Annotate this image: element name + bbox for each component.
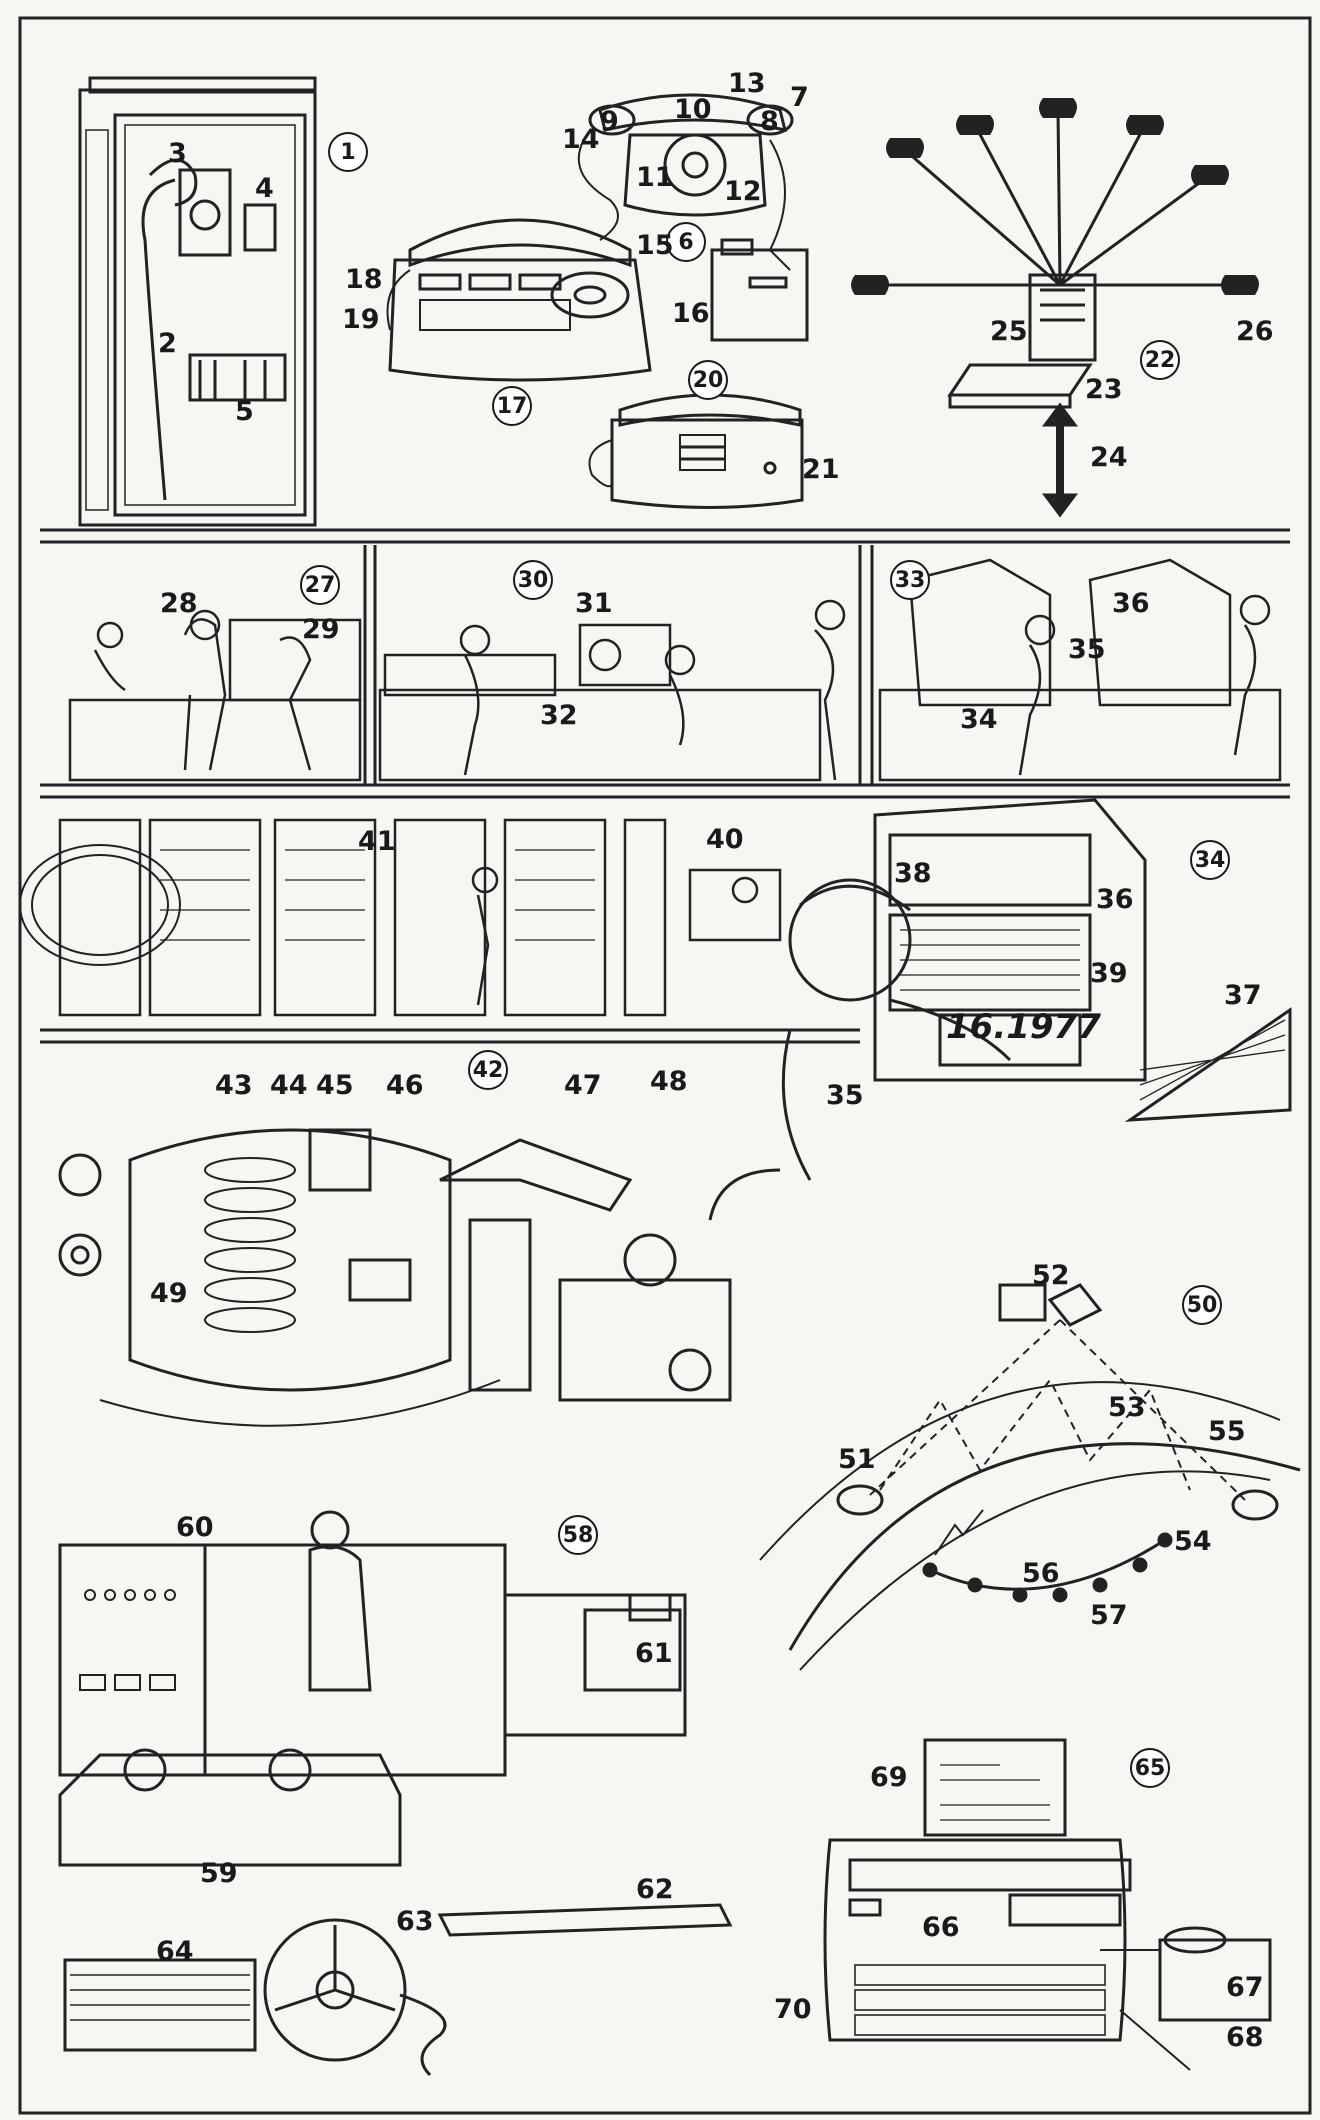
- label-3: 3: [168, 140, 187, 167]
- label-60: 60: [176, 1514, 214, 1541]
- label-43: 43: [215, 1072, 253, 1099]
- label-2: 2: [158, 330, 177, 357]
- label-64: 64: [156, 1938, 194, 1965]
- section-number-27: 27: [300, 565, 340, 605]
- telephone-exchange-drawing: [870, 110, 1240, 515]
- phone-booth-drawing: [80, 78, 315, 525]
- label-38: 38: [894, 860, 932, 887]
- label-61: 61: [635, 1640, 673, 1667]
- label-62: 62: [636, 1876, 674, 1903]
- label-52: 52: [1032, 1262, 1070, 1289]
- section-number-20: 20: [688, 360, 728, 400]
- label-68: 68: [1226, 2024, 1264, 2051]
- label-15: 15: [636, 232, 674, 259]
- section-number-1: 1: [328, 132, 368, 172]
- label-37: 37: [1224, 982, 1262, 1009]
- operator-room-drawings: [70, 560, 1280, 780]
- label-51: 51: [838, 1446, 876, 1473]
- label-11: 11: [636, 164, 674, 191]
- label-48: 48: [650, 1068, 688, 1095]
- label-45: 45: [316, 1072, 354, 1099]
- label-56: 56: [1022, 1560, 1060, 1587]
- section-number-17: 17: [492, 386, 532, 426]
- label-36-a: 36: [1112, 590, 1150, 617]
- label-24: 24: [1090, 444, 1128, 471]
- label-59: 59: [200, 1860, 238, 1887]
- label-25: 25: [990, 318, 1028, 345]
- section-number-58: 58: [558, 1515, 598, 1555]
- label-46: 46: [386, 1072, 424, 1099]
- label-12: 12: [724, 178, 762, 205]
- section-number-65: 65: [1130, 1748, 1170, 1788]
- label-69: 69: [870, 1764, 908, 1791]
- label-31: 31: [575, 590, 613, 617]
- section-number-34: 34: [1190, 840, 1230, 880]
- satellite-communication-drawing: [760, 1285, 1300, 1670]
- label-21: 21: [802, 456, 840, 483]
- label-13: 13: [728, 70, 766, 97]
- label-7: 7: [790, 84, 809, 111]
- label-5: 5: [235, 398, 254, 425]
- label-67: 67: [1226, 1974, 1264, 2001]
- label-35-a: 35: [1068, 636, 1106, 663]
- push-button-telephone-drawing: [590, 395, 803, 508]
- label-23: 23: [1085, 376, 1123, 403]
- label-9: 9: [600, 108, 619, 135]
- label-40: 40: [706, 826, 744, 853]
- section-number-22: 22: [1140, 340, 1180, 380]
- handset-icons: [851, 98, 1259, 295]
- section-number-30: 30: [513, 560, 553, 600]
- label-18: 18: [345, 266, 383, 293]
- label-36-b: 36: [1096, 886, 1134, 913]
- label-47: 47: [564, 1072, 602, 1099]
- label-39: 39: [1090, 960, 1128, 987]
- label-53: 53: [1108, 1394, 1146, 1421]
- label-63: 63: [396, 1908, 434, 1935]
- display-readout: 16.1977: [946, 1010, 1101, 1044]
- label-26: 26: [1236, 318, 1274, 345]
- section-number-33: 33: [890, 560, 930, 600]
- label-16: 16: [672, 300, 710, 327]
- label-41: 41: [358, 828, 396, 855]
- label-29: 29: [302, 616, 340, 643]
- label-35-b: 35: [826, 1082, 864, 1109]
- label-55: 55: [1208, 1418, 1246, 1445]
- label-44: 44: [270, 1072, 308, 1099]
- label-32: 32: [540, 702, 578, 729]
- key-telephone-drawing: [388, 220, 808, 380]
- label-54: 54: [1174, 1528, 1212, 1555]
- label-66: 66: [922, 1914, 960, 1941]
- label-10: 10: [674, 96, 712, 123]
- label-4: 4: [255, 175, 274, 202]
- label-49: 49: [150, 1280, 188, 1307]
- label-14: 14: [562, 126, 600, 153]
- label-8: 8: [760, 108, 779, 135]
- section-number-50: 50: [1182, 1285, 1222, 1325]
- label-28: 28: [160, 590, 198, 617]
- label-70: 70: [774, 1996, 812, 2023]
- exchange-racks-drawing: [20, 820, 780, 1015]
- label-19: 19: [342, 306, 380, 333]
- computer-room-drawing: [60, 1512, 730, 2075]
- label-34-a: 34: [960, 706, 998, 733]
- section-number-42: 42: [468, 1050, 508, 1090]
- label-57: 57: [1090, 1602, 1128, 1629]
